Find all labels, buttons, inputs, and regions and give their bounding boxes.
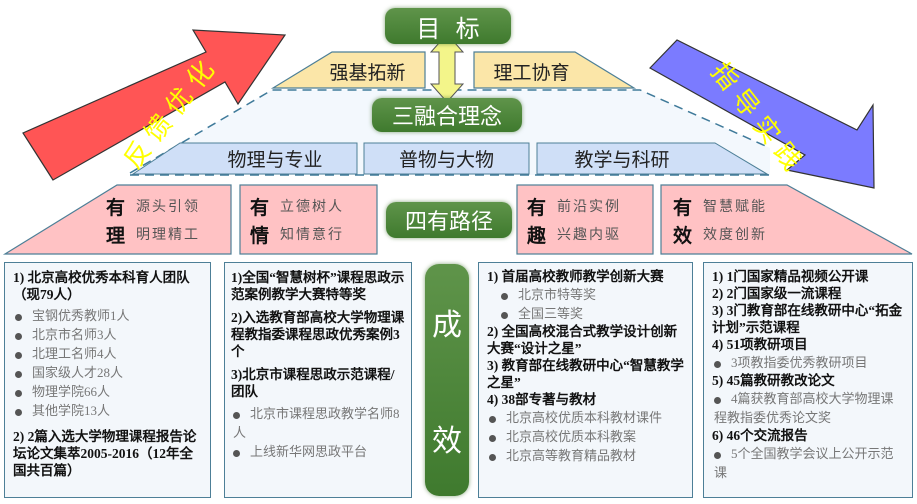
concept-item-general-physics: 普物与大物 xyxy=(398,149,494,171)
paths-badge: 四有路径 xyxy=(386,202,512,238)
path-interest: 有前沿实例 趣兴趣内驱 xyxy=(527,196,621,247)
path-emotion: 有立德树人 情知情意行 xyxy=(250,196,344,247)
bullet-icon xyxy=(15,351,22,359)
bullet-item: 3项教指委优秀教研项目 xyxy=(712,353,906,372)
pillar-science-engineering: 理工协育 xyxy=(493,61,570,84)
bullet-icon xyxy=(15,370,22,378)
bullet-icon xyxy=(501,311,508,319)
bullet-icon xyxy=(15,313,22,321)
bullet-item: 其他学院13人 xyxy=(13,401,204,420)
left-pillar-shape xyxy=(270,51,426,89)
concept-item-physics-major: 物理与专业 xyxy=(227,149,323,171)
bullet-icon xyxy=(489,453,496,461)
results-panel-ideology: 1)全国“智慧树杯”课程思政示范案例教学大赛特等奖 2)入选教育部高校大学物理课… xyxy=(224,262,412,498)
bullet-item: 全国三等奖 xyxy=(487,304,686,323)
concept-badge: 三融合理念 xyxy=(372,98,522,132)
results-panel-courses: 1) 1门国家精品视频公开课 2) 2门国家级一流课程 3) 3门教育部在线教研… xyxy=(703,262,913,498)
path-reason: 有源头引领 理明理精工 xyxy=(106,196,200,247)
results-panel-team: 1) 北京高校优秀本科育人团队（现79人） 宝钢优秀教师1人 北京市名师3人 北… xyxy=(4,262,211,498)
bullet-icon xyxy=(489,434,496,442)
bullet-icon xyxy=(15,408,22,416)
bullet-item: 北京高校优质本科教材课件 xyxy=(487,408,686,427)
bullet-item: 5个全国教学会议上公开示范课 xyxy=(714,446,894,480)
results-badge: 成 效 xyxy=(425,264,469,496)
bullet-item: 国家级人才28人 xyxy=(13,363,204,382)
pillar-strong-base: 强基拓新 xyxy=(329,61,406,84)
bullet-item: 北京高校优质本科教案 xyxy=(487,427,686,446)
bullet-icon xyxy=(714,396,721,404)
bullet-item: 4篇获教育部高校大学物理课程教指委优秀论文奖 xyxy=(714,391,894,425)
bullet-item: 物理学院66人 xyxy=(13,382,204,401)
bullet-icon xyxy=(233,411,240,419)
goal-badge: 目 标 xyxy=(385,8,511,44)
bullet-icon xyxy=(714,360,721,368)
bullet-icon xyxy=(15,389,22,397)
bullet-item: 北京市课程思政教学名师8人 xyxy=(233,406,400,440)
right-pillar-shape xyxy=(473,51,637,89)
guide-arrow-icon xyxy=(649,39,875,189)
bullet-icon xyxy=(489,415,496,423)
bullet-icon xyxy=(233,449,240,457)
bullet-item: 北京市特等奖 xyxy=(487,285,686,304)
bullet-item: 北理工名师4人 xyxy=(13,344,204,363)
feedback-arrow-icon xyxy=(22,29,287,181)
bullet-item: 宝钢优秀教师1人 xyxy=(13,306,204,325)
bullet-icon xyxy=(501,292,508,300)
bullet-item: 上线新华网思政平台 xyxy=(231,442,405,461)
bullet-item: 北京高等教育精品教材 xyxy=(487,446,686,465)
bullet-item: 北京市名师3人 xyxy=(13,325,204,344)
results-panel-competitions: 1) 首届高校教师教学创新大赛 北京市特等奖 全国三等奖 2) 全国高校混合式教… xyxy=(478,262,693,498)
bullet-icon xyxy=(714,451,721,459)
path-effect: 有智慧赋能 效效度创新 xyxy=(673,196,767,247)
concept-item-teaching-research: 教学与科研 xyxy=(574,149,670,171)
bullet-icon xyxy=(15,332,22,340)
